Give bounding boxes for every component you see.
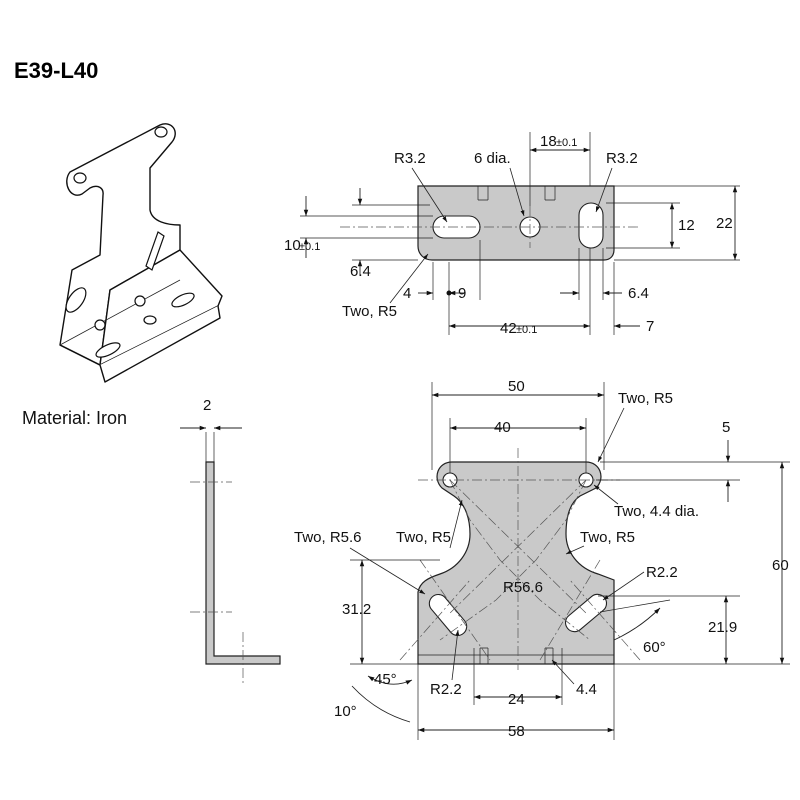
- front-two-44dia: Two, 4.4 dia.: [614, 503, 699, 520]
- top-dim-10: 10: [284, 237, 301, 254]
- front-dim-312: 31.2: [342, 601, 371, 618]
- top-dim-10-tol: ±0.1: [299, 241, 320, 253]
- top-dim-42: 42: [500, 320, 517, 337]
- front-dim-40: 40: [494, 419, 511, 436]
- top-dim-64-left: 6.4: [350, 263, 371, 280]
- isometric-view: [59, 123, 223, 383]
- top-dim-7: 7: [646, 318, 654, 335]
- top-r32-left: R3.2: [394, 150, 426, 167]
- top-two-r5: Two, R5: [342, 303, 397, 320]
- front-two-r5-left: Two, R5: [396, 529, 451, 546]
- top-dim-4: 4: [403, 285, 411, 302]
- top-dim-42-tol: ±0.1: [516, 324, 537, 336]
- front-ang-10: 10°: [334, 703, 357, 720]
- front-dim-5: 5: [722, 419, 730, 436]
- top-6dia: 6 dia.: [474, 150, 511, 167]
- front-two-r5-top: Two, R5: [618, 390, 673, 407]
- side-view: 2: [180, 397, 281, 684]
- top-r32-right: R3.2: [606, 150, 638, 167]
- model-title: E39-L40: [14, 58, 98, 83]
- front-view: 50 40 Two, R5 5 Two, 4.4 dia. 60 Two, R5…: [294, 378, 790, 740]
- front-r22-right: R2.2: [646, 564, 678, 581]
- front-dim-60: 60: [772, 557, 789, 574]
- top-dim-22: 22: [716, 215, 733, 232]
- material-label: Material: Iron: [22, 408, 127, 428]
- front-two-r5-right: Two, R5: [580, 529, 635, 546]
- front-ang-60: 60°: [643, 639, 666, 656]
- top-view: 18 ±0.1 R3.2 6 dia. R3.2 12 22 10 ±0.1 6…: [284, 132, 740, 337]
- top-dim-12: 12: [678, 217, 695, 234]
- top-dim-18-tol: ±0.1: [556, 137, 577, 149]
- thickness-dim: 2: [203, 397, 211, 414]
- front-dim-219: 21.9: [708, 619, 737, 636]
- front-dim-50: 50: [508, 378, 525, 395]
- front-dim-44: 4.4: [576, 681, 597, 698]
- front-dim-24: 24: [508, 691, 525, 708]
- front-dim-58: 58: [508, 723, 525, 740]
- front-r22-left: R2.2: [430, 681, 462, 698]
- front-r566: R56.6: [503, 579, 543, 596]
- front-ang-45: 45°: [374, 671, 397, 688]
- top-dim-9: 9: [458, 285, 466, 302]
- top-dim-18: 18: [540, 133, 557, 150]
- front-two-r56: Two, R5.6: [294, 529, 362, 546]
- top-dim-64-right: 6.4: [628, 285, 649, 302]
